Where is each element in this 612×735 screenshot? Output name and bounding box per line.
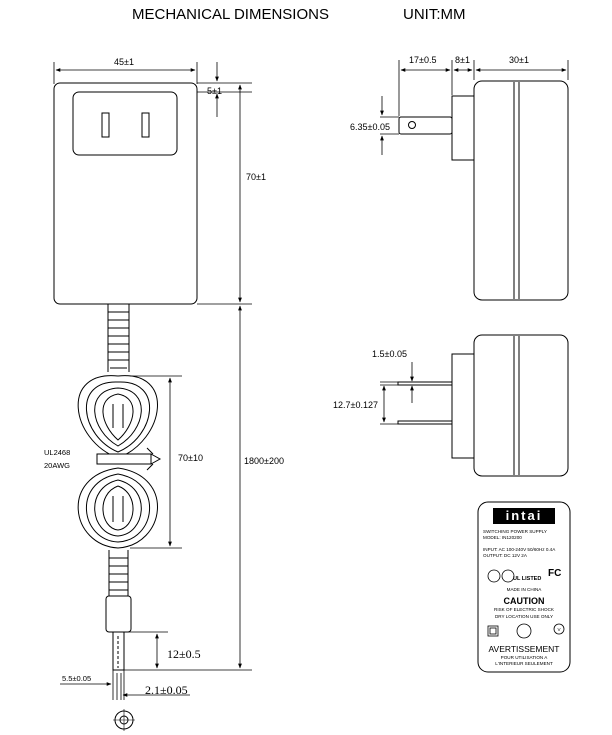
label-line-3: INPUT: AC 100-240V 50/60Hz 0.4A: [483, 547, 556, 552]
efficiency-mark-icon: [553, 623, 565, 635]
plug-diameter-dimensions: [60, 670, 190, 700]
cord-length-dimension: [120, 305, 252, 671]
height-dimension: [197, 84, 252, 305]
caution-line-2: DRY LOCATION USE ONLY: [495, 614, 553, 619]
warning-line-2: L'INTERIEUR SEULEMENT: [495, 661, 553, 666]
ul-mark-icon: [487, 569, 515, 583]
width-dim-label: 45±1: [114, 57, 134, 67]
warning-line-1: POUR UTILISATION A: [501, 655, 549, 660]
made-in-label: MADE IN CHINA: [507, 587, 543, 592]
product-label: intai SWITCHING POWER SUPPLY MODEL: IN12…: [477, 501, 571, 673]
prong-width-dim-label: 6.35±0.05: [350, 122, 390, 132]
label-line-1: SWITCHING POWER SUPPLY: [483, 529, 547, 534]
label-line-4: OUTPUT: DC 12V 2A: [483, 553, 528, 558]
efficiency-mark: V: [557, 627, 561, 632]
unit-label: UNIT:MM: [403, 6, 466, 23]
cable-spec-line1: UL2468: [44, 448, 70, 457]
drawing-title: MECHANICAL DIMENSIONS: [132, 6, 329, 23]
dc-plug: [105, 550, 132, 671]
brand-logo: intai: [506, 508, 543, 523]
base-dim-label: 8±1: [455, 55, 470, 65]
outlet-offset-dimension: [197, 62, 252, 117]
label-symbols: [487, 623, 565, 639]
plug-length-dim-label: 12±0.5: [167, 647, 201, 661]
coil-height-dim-label: 70±10: [178, 453, 203, 463]
plug-end-view: [113, 709, 135, 731]
indoor-use-icon: [516, 623, 532, 639]
top-view-dimensions: [380, 362, 414, 425]
double-insulation-inner-icon: [489, 627, 497, 635]
double-insulation-icon: [487, 625, 499, 637]
caution-title: CAUTION: [504, 596, 545, 606]
warning-title: AVERTISSEMENT: [488, 644, 559, 654]
prong-spacing-dim-label: 12.7±0.127: [333, 400, 378, 410]
coiled-cable: [77, 375, 162, 549]
adapter-side-view: [398, 80, 569, 301]
body-depth-dim-label: 30±1: [509, 55, 529, 65]
plug-id-dim-label: 2.1±0.05: [145, 683, 188, 697]
prong-thickness-dim-label: 1.5±0.05: [372, 349, 407, 359]
plug-length-dimension: [124, 631, 168, 669]
caution-line-1: RISK OF ELECTRIC SHOCK: [494, 607, 555, 612]
adapter-front-body: [53, 82, 198, 305]
plug-od-dim-label: 5.5±0.05: [62, 674, 91, 683]
side-view-dimensions: [380, 60, 569, 155]
cable-spec-line2: 20AWG: [44, 461, 70, 470]
label-line-2: MODEL: IN120200: [483, 535, 522, 540]
coil-height-dimension: [130, 375, 182, 549]
outlet-offset-dim-label: 5±1: [207, 86, 222, 96]
height-dim-label: 70±1: [246, 172, 266, 182]
prong-length-dim-label: 17±0.5: [409, 55, 436, 65]
cord-length-dim-label: 1800±200: [244, 456, 284, 466]
adapter-top-view: [397, 334, 569, 477]
width-dimension: [53, 62, 198, 84]
ul-listed-mark: UL LISTED: [513, 576, 541, 582]
strain-relief: [107, 304, 130, 372]
fcc-mark: FC: [548, 568, 561, 579]
